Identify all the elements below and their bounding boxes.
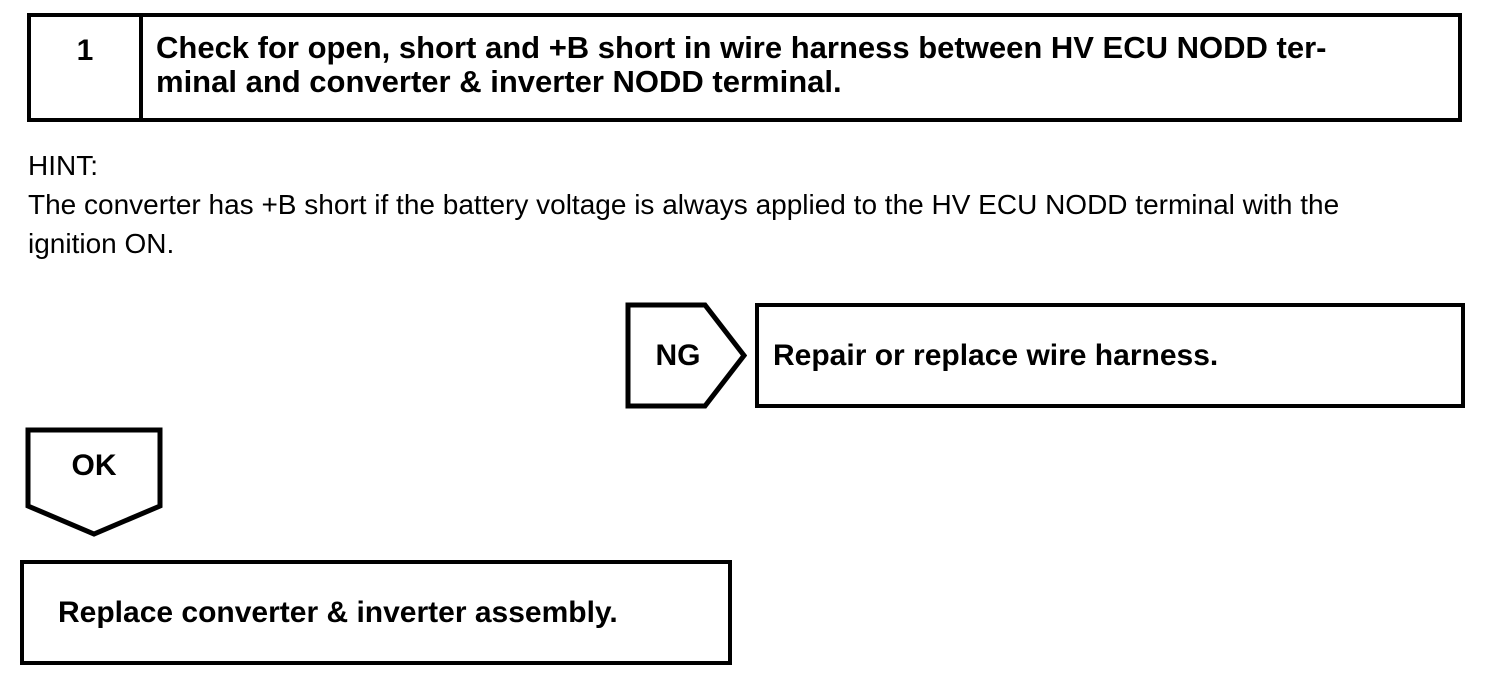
hint-label: HINT: xyxy=(28,150,98,181)
step-header-box: 1 Check for open, short and +B short in … xyxy=(27,13,1462,122)
step-number: 1 xyxy=(31,17,143,118)
step-title-line-1: Check for open, short and +B short in wi… xyxy=(156,30,1327,65)
ng-connector-arrow-icon xyxy=(625,302,747,409)
ng-label: NG xyxy=(655,338,701,372)
ok-connector-arrow-icon xyxy=(25,427,163,537)
hint-body-line-2: ignition ON. xyxy=(28,228,175,259)
hint-block: HINT: The converter has +B short if the … xyxy=(28,146,1498,263)
ng-connector: NG xyxy=(625,302,747,409)
ok-action-text: Replace converter & inverter assembly. xyxy=(58,595,618,629)
ok-label: OK xyxy=(71,449,117,482)
ng-action-box: Repair or replace wire harness. xyxy=(755,303,1465,408)
step-title: Check for open, short and +B short in wi… xyxy=(143,17,1458,118)
ok-action-box: Replace converter & inverter assembly. xyxy=(20,560,732,665)
ok-connector: OK xyxy=(25,427,163,537)
hint-body-line-1: The converter has +B short if the batter… xyxy=(28,189,1340,220)
step-title-line-2: minal and converter & inverter NODD term… xyxy=(156,64,842,99)
ng-action-text: Repair or replace wire harness. xyxy=(773,338,1219,372)
